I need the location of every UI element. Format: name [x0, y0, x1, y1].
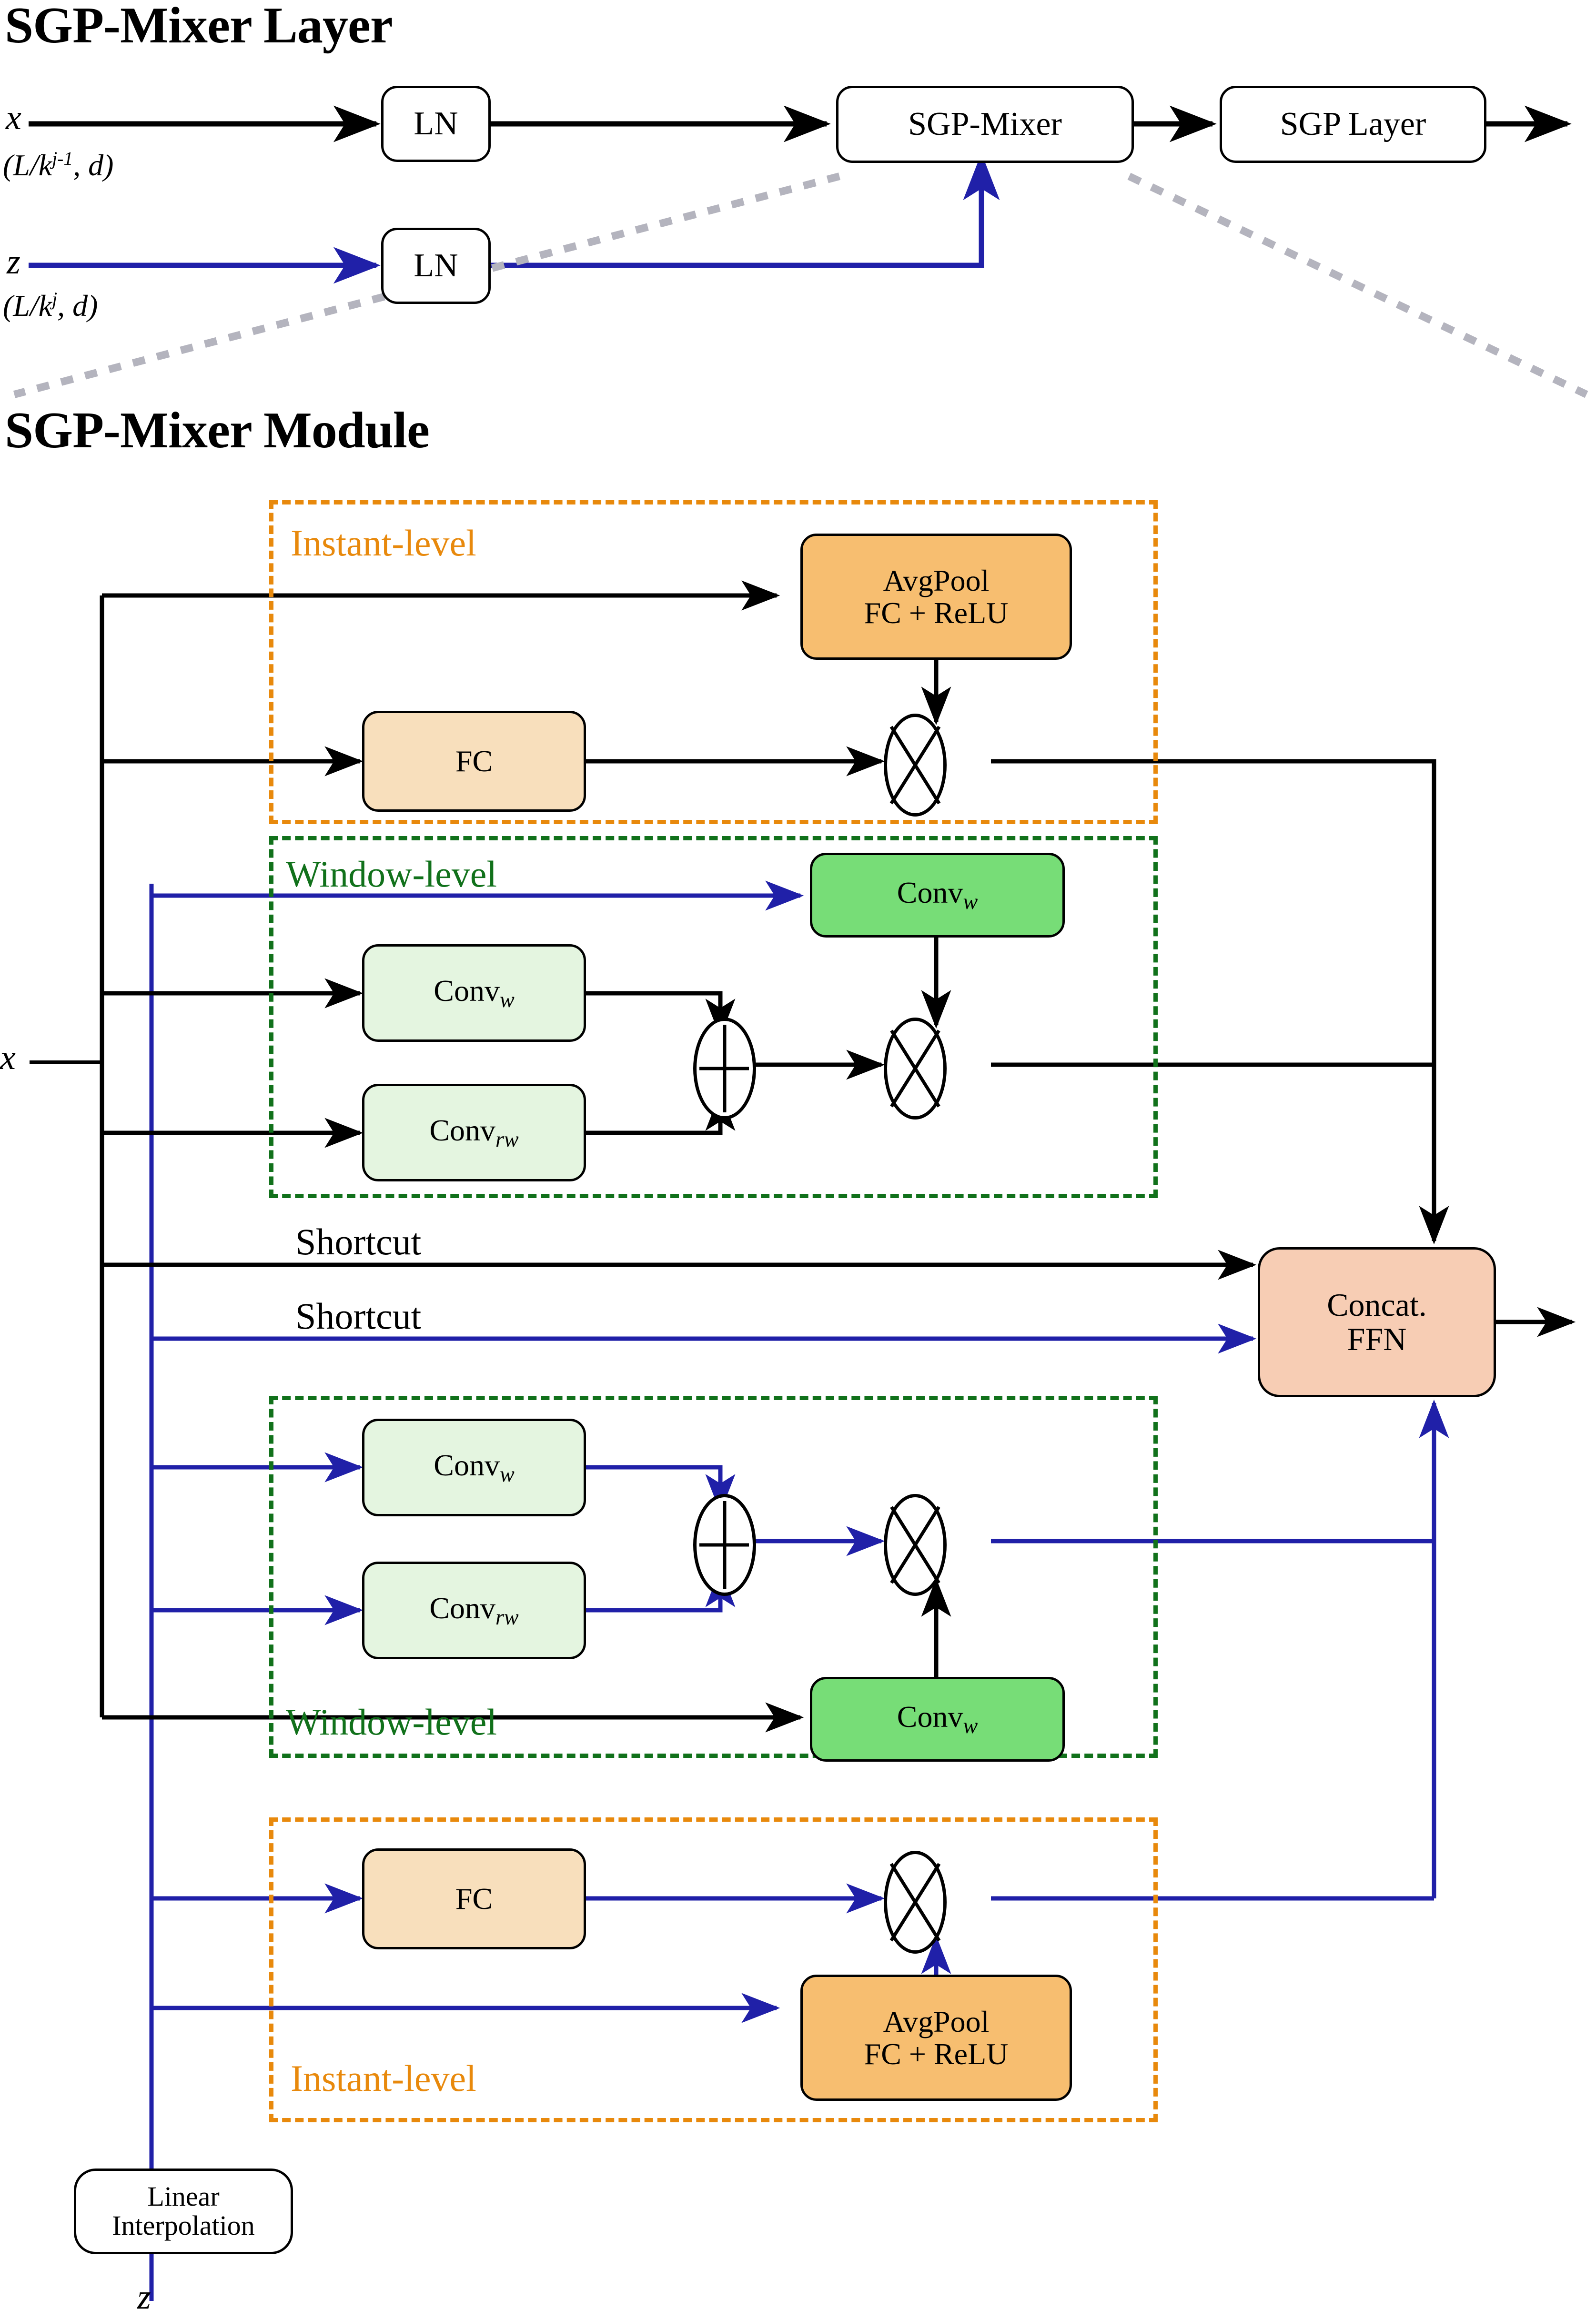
multiply-op-top-instant — [884, 714, 947, 817]
instant-level-bottom-label: Instant-level — [291, 2058, 476, 2099]
instant-level-bottom-group — [269, 1817, 1158, 2122]
x-shape-exponent: j-1 — [52, 148, 73, 170]
conv-rw-bottom-label: Convrw — [429, 1591, 519, 1629]
layer-input-x-shape: (L/kj-1, d) — [3, 148, 113, 183]
instant-level-top-label: Instant-level — [291, 522, 476, 564]
conv-w-top-node[interactable]: Convw — [362, 944, 586, 1042]
window-level-top-group — [269, 836, 1158, 1198]
add-op-bottom-window — [693, 1494, 756, 1596]
linear-interpolation-node[interactable]: Linear Interpolation — [74, 2169, 293, 2254]
sgp-layer-node[interactable]: SGP Layer — [1220, 86, 1486, 163]
concat-ffn-node[interactable]: Concat. FFN — [1258, 1247, 1496, 1397]
conv-w-top-label: Convw — [434, 973, 515, 1012]
linear-interp-line2: Interpolation — [112, 2210, 255, 2241]
multiply-op-top-window — [884, 1018, 947, 1120]
x-shape-main: (L/k — [3, 148, 52, 182]
avgpool-top-line1: AvgPool — [883, 564, 990, 598]
avgpool-fc-relu-top-node[interactable]: AvgPool FC + ReLU — [800, 534, 1072, 660]
conv-w-bottom-gate-label: Convw — [897, 1700, 978, 1738]
layer-section-title: SGP-Mixer Layer — [5, 0, 393, 54]
sgp-mixer-node[interactable]: SGP-Mixer — [836, 86, 1134, 163]
concat-line1: Concat. — [1327, 1287, 1427, 1323]
module-input-x-symbol: x — [0, 1038, 16, 1077]
conv-w-bottom-label: Convw — [434, 1448, 515, 1486]
layer-input-z-shape: (L/kj, d) — [3, 288, 98, 323]
ln-top-node[interactable]: LN — [381, 86, 491, 162]
avgpool-fc-relu-bottom-node[interactable]: AvgPool FC + ReLU — [800, 1975, 1072, 2101]
z-shape-exponent: j — [52, 289, 58, 310]
fc-bottom-node[interactable]: FC — [362, 1848, 586, 1949]
conv-rw-top-label: Convrw — [429, 1113, 519, 1151]
conv-w-top-gate-node[interactable]: Convw — [810, 853, 1065, 938]
shortcut-black-label: Shortcut — [295, 1221, 422, 1262]
shortcut-blue-label: Shortcut — [295, 1295, 422, 1337]
fc-top-node[interactable]: FC — [362, 711, 586, 812]
multiply-op-bottom-window — [884, 1494, 947, 1596]
conv-rw-bottom-node[interactable]: Convrw — [362, 1562, 586, 1659]
multiply-op-bottom-instant — [884, 1851, 947, 1954]
conv-w-top-gate-label: Convw — [897, 876, 978, 914]
instant-level-top-group — [269, 500, 1158, 824]
avgpool-bottom-line2: FC + ReLU — [864, 2037, 1009, 2071]
conv-w-bottom-node[interactable]: Convw — [362, 1419, 586, 1516]
x-shape-tail: , d) — [73, 148, 114, 182]
conv-rw-top-node[interactable]: Convrw — [362, 1084, 586, 1181]
module-section-title: SGP-Mixer Module — [5, 402, 430, 459]
module-input-z-symbol: z — [137, 2278, 151, 2317]
ln-bottom-node[interactable]: LN — [381, 228, 491, 304]
add-op-top-window — [693, 1018, 756, 1120]
conv-w-bottom-gate-node[interactable]: Convw — [810, 1677, 1065, 1762]
window-level-bottom-group — [269, 1396, 1158, 1758]
avgpool-bottom-line1: AvgPool — [883, 2005, 990, 2039]
layer-input-z-symbol: z — [7, 242, 20, 282]
layer-input-x-symbol: x — [6, 98, 21, 137]
avgpool-top-line2: FC + ReLU — [864, 595, 1009, 630]
linear-interp-line1: Linear — [147, 2181, 220, 2212]
z-shape-main: (L/k — [3, 289, 52, 323]
z-shape-tail: , d) — [57, 289, 98, 323]
window-level-top-label: Window-level — [286, 853, 497, 895]
concat-line2: FFN — [1347, 1321, 1407, 1357]
window-level-bottom-label: Window-level — [286, 1701, 497, 1743]
